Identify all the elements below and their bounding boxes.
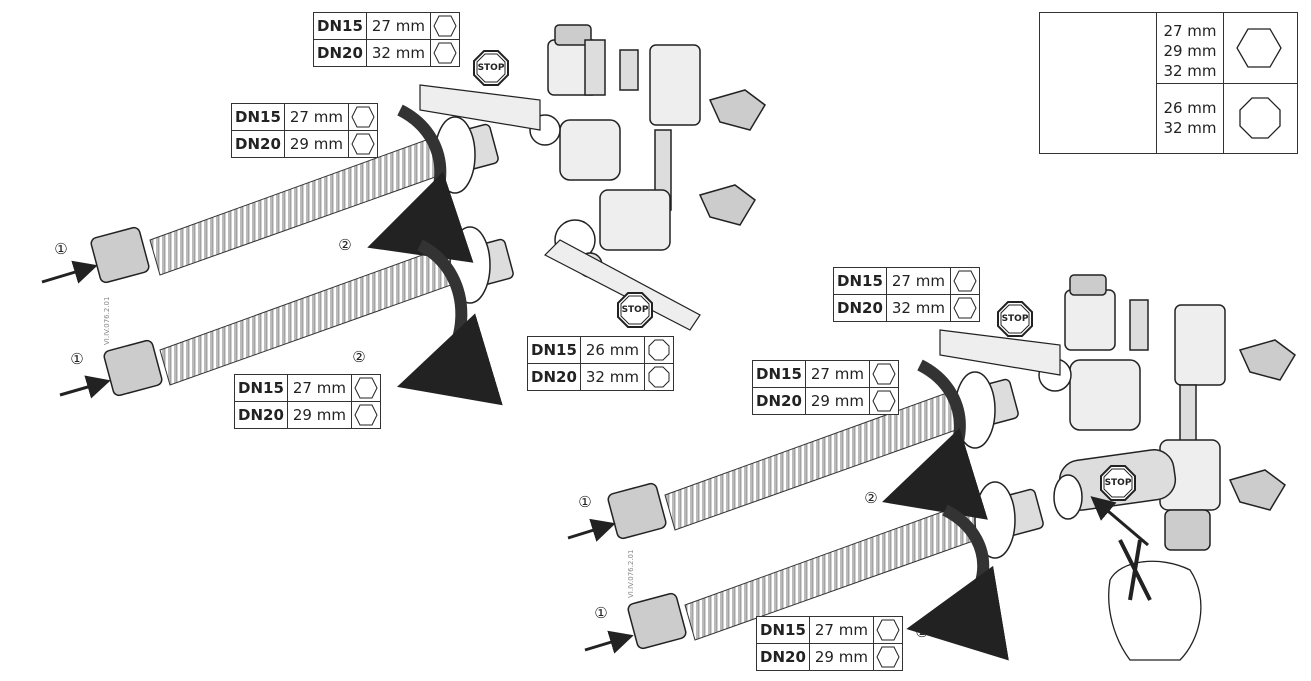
size-value: 27 mm	[283, 103, 349, 131]
hexagon-icon	[1236, 28, 1282, 68]
stop-sign-icon: STOP	[997, 301, 1033, 337]
legend-oct-size-1: 26 mm	[1163, 99, 1217, 117]
hexagon-icon	[953, 297, 977, 319]
hexagon-icon	[872, 363, 896, 385]
octagon-icon	[1239, 97, 1281, 139]
step-2-label: ②	[915, 623, 929, 641]
stop-sign-icon: STOP	[1100, 465, 1136, 501]
stop-sign-icon: STOP	[617, 292, 653, 328]
hexagon-icon	[876, 619, 900, 641]
legend-hex-size-2: 29 mm	[1163, 42, 1217, 60]
size-value: 32 mm	[365, 39, 431, 67]
legend-hex-size-1: 27 mm	[1163, 22, 1217, 40]
size-value: 29 mm	[808, 643, 874, 671]
size-value: 32 mm	[885, 294, 951, 322]
size-value: 29 mm	[283, 130, 349, 158]
dn-label: DN15	[756, 616, 810, 644]
size-value: 32 mm	[579, 363, 645, 391]
dn-label: DN15	[234, 374, 288, 402]
step-2-label: ②	[338, 236, 352, 254]
legend-oct-size-2: 32 mm	[1163, 119, 1217, 137]
valve-block-left	[529, 24, 766, 278]
size-value: 27 mm	[885, 267, 951, 295]
hexagon-icon	[351, 106, 375, 128]
dn-label: DN20	[752, 387, 806, 415]
stop-label: STOP	[1104, 478, 1132, 488]
step-1-label: ①	[70, 350, 84, 368]
dn-label: DN20	[231, 130, 285, 158]
octagon-icon	[648, 366, 670, 388]
size-value: 27 mm	[365, 12, 431, 40]
step-1-label: ①	[578, 493, 592, 511]
size-value: 27 mm	[808, 616, 874, 644]
legend-hex-size-3: 32 mm	[1163, 62, 1217, 80]
stop-label: STOP	[1001, 314, 1029, 324]
hose-right-upper	[607, 371, 1019, 540]
size-value: 27 mm	[804, 360, 870, 388]
valve-block-right	[1038, 274, 1296, 551]
dn-label: DN20	[527, 363, 581, 391]
size-value: 29 mm	[286, 401, 352, 429]
hexagon-icon	[354, 377, 378, 399]
hexagon-icon	[876, 646, 900, 668]
hose-left-lower	[103, 226, 514, 397]
dn-label: DN20	[833, 294, 887, 322]
dn-label: DN20	[234, 401, 288, 429]
size-value: 26 mm	[579, 336, 645, 364]
dn-label: DN15	[833, 267, 887, 295]
wrench-size-legend: 27 mm 29 mm 32 mm 26 mm 32 mm	[1039, 12, 1298, 154]
size-value: 29 mm	[804, 387, 870, 415]
dn-label: DN15	[313, 12, 367, 40]
dn-label: DN20	[313, 39, 367, 67]
hexagon-icon	[433, 15, 457, 37]
hexagon-icon	[351, 133, 375, 155]
hexagon-icon	[872, 390, 896, 412]
step-1-label: ①	[594, 604, 608, 622]
stop-sign-icon: STOP	[473, 50, 509, 86]
dn-label: DN20	[756, 643, 810, 671]
hexagon-icon	[433, 42, 457, 64]
drawing-id: VI.IV.076.2.01	[103, 296, 111, 345]
hexagon-icon	[953, 270, 977, 292]
size-value: 27 mm	[286, 374, 352, 402]
step-2-label: ②	[352, 348, 366, 366]
stop-label: STOP	[477, 63, 505, 73]
hexagon-icon	[354, 404, 378, 426]
dn-label: DN15	[231, 103, 285, 131]
step-1-label: ①	[54, 240, 68, 258]
step-2-label: ②	[864, 489, 878, 507]
drawing-id: VI.IV.076.2.01	[627, 549, 635, 598]
octagon-icon	[648, 339, 670, 361]
dn-label: DN15	[527, 336, 581, 364]
stop-label: STOP	[621, 305, 649, 315]
dn-label: DN15	[752, 360, 806, 388]
